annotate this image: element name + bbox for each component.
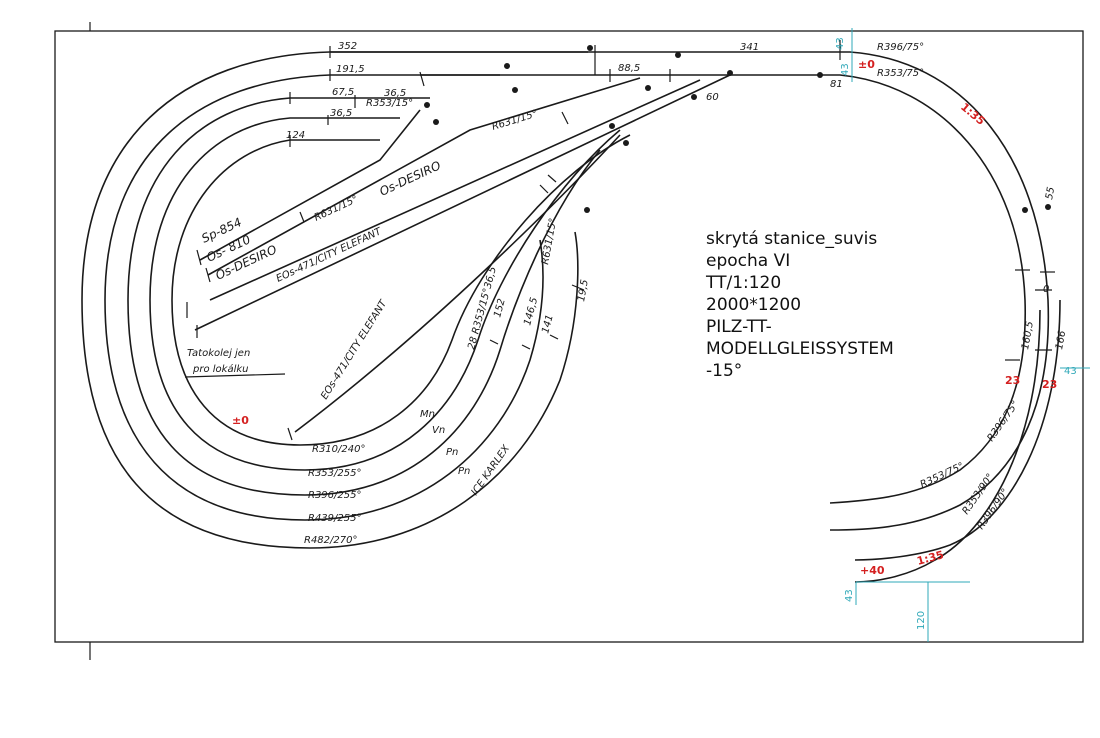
label-r439-255: R439/255° <box>308 513 362 524</box>
dim-81: 81 <box>830 79 843 90</box>
cyan-43-top: 43 <box>835 37 846 50</box>
info-system-1: PILZ-TT- <box>706 317 772 337</box>
label-r631-15-top: R631/15° <box>491 109 539 133</box>
track-r353 <box>149 117 621 471</box>
track-main-top <box>330 51 1050 531</box>
red-pm0-left: ±0 <box>232 414 249 427</box>
turnout-dot <box>1045 204 1051 210</box>
buffer-stop-1 <box>196 249 202 266</box>
label-r396-75: R396/75° <box>877 42 924 53</box>
underline-tato <box>184 373 286 378</box>
turnout-dot <box>433 119 439 125</box>
label-19-5: 19,5 <box>576 279 591 303</box>
label-r396-255: R396/255° <box>308 490 362 501</box>
dim-191-5: 191,5 <box>336 64 365 75</box>
label-pn1: Pn <box>446 447 458 458</box>
turnout-dot <box>587 45 593 51</box>
dim-36-5b: 36,5 <box>330 108 352 119</box>
label-141: 141 <box>540 313 556 334</box>
buffer-stop-5 <box>287 427 293 441</box>
turnout-dot <box>817 72 823 78</box>
turnout-dot <box>512 87 518 93</box>
label-r631-15-mid: R631/15° <box>313 194 360 224</box>
info-block: skrytá stanice_suvis epocha VI TT/1:120 … <box>706 228 1006 382</box>
turnout-dot <box>623 140 629 146</box>
dim-67-5: 67,5 <box>332 87 354 98</box>
turnout-dot <box>584 207 590 213</box>
label-55: 55 <box>1044 186 1057 200</box>
label-r353-75-low: R353/75° <box>919 461 966 491</box>
label-r396-75-low: R396/75° <box>985 399 1021 444</box>
label-tato-line2: pro lokálku <box>192 363 248 375</box>
dim-341: 341 <box>740 42 759 53</box>
dim-124: 124 <box>286 130 305 141</box>
red-pm0-top: ±0 <box>858 58 875 71</box>
cyan-43-2: 43 <box>840 63 851 76</box>
label-r353-75: R353/75° <box>877 68 924 79</box>
info-size: 2000*1200 <box>706 295 802 315</box>
red-23a: 23 <box>1005 374 1020 387</box>
dim-36-5a: 36,5 <box>384 88 406 99</box>
info-epoch: epocha VI <box>706 251 791 271</box>
turnout-dot <box>691 94 697 100</box>
track-siding-sp854 <box>199 109 421 261</box>
track-siding-os810 <box>207 77 641 276</box>
turnout-dot <box>424 102 430 108</box>
label-146-5: 146,5 <box>522 296 540 327</box>
red-slope-bottom: 1:35 <box>915 548 945 568</box>
label-r310: R310/240° <box>312 444 366 455</box>
track-ramp-down <box>854 299 1061 561</box>
label-os-desiro-b: Os-DESIRO <box>377 158 443 198</box>
label-166: 166 <box>1054 330 1068 351</box>
dim-60: 60 <box>706 92 719 103</box>
label-152: 152 <box>492 297 508 318</box>
label-vn: Vn <box>432 425 445 436</box>
tick-marks <box>289 40 1055 361</box>
label-160-5: 160,5 <box>1020 320 1036 350</box>
baseboard-outline <box>54 30 1084 643</box>
track-r310 <box>171 134 631 446</box>
turnout-dot <box>1022 207 1028 213</box>
turnout-dot <box>504 63 510 69</box>
turnout-dot <box>645 85 651 91</box>
turnout-dot <box>609 123 615 129</box>
label-pn2: Pn <box>458 466 470 477</box>
label-r353-255: R353/255° <box>308 468 362 479</box>
label-eos471-a: EOs-471/CITY ELEFANT <box>275 226 384 285</box>
red-slope-top: 1:35 <box>958 100 987 128</box>
cyan-43-right: 43 <box>1064 366 1077 377</box>
track-main-second <box>420 74 1026 504</box>
info-system-2: MODELLGLEISSYSTEM <box>706 339 894 359</box>
track-siding-eos <box>194 74 731 331</box>
dim-352: 352 <box>338 41 357 52</box>
red-23b: 23 <box>1042 378 1057 391</box>
dim-88-5: 88,5 <box>618 63 640 74</box>
info-title: skrytá stanice_suvis <box>706 229 878 249</box>
label-mn: Mn <box>420 409 435 420</box>
track-siding-desiro <box>209 79 701 301</box>
red-plus40: +40 <box>860 564 885 577</box>
cyan-43-bottom: 43 <box>844 589 855 602</box>
buffer-stop-2 <box>205 267 211 283</box>
turnout-dot <box>727 70 733 76</box>
label-tato-line1: Tatokolej jen <box>187 348 250 359</box>
label-r353-15: R353/15° <box>366 98 413 109</box>
track-r396 <box>127 97 601 496</box>
track-siding-lokalka <box>294 134 621 433</box>
info-angle: -15° <box>706 361 743 381</box>
track-ramp-down-2 <box>854 309 1041 583</box>
label-r482-270: R482/270° <box>304 535 358 546</box>
info-scale: TT/1:120 <box>706 273 782 293</box>
cyan-120: 120 <box>916 611 927 630</box>
track-r482 <box>81 51 588 549</box>
turnout-dot <box>675 52 681 58</box>
label-0: 0 <box>1043 284 1049 295</box>
track-r439 <box>104 74 544 521</box>
